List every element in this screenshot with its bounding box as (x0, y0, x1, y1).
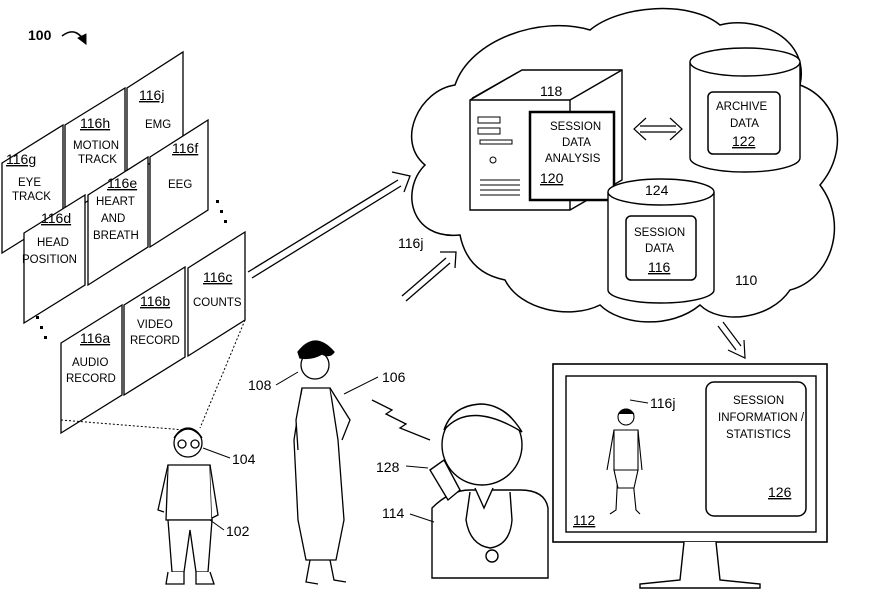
panel-ref: 116g (6, 151, 36, 167)
panel-ref: 116j (139, 87, 164, 103)
server-tower: 118 SESSION DATA ANALYSIS 120 (470, 70, 622, 210)
session-db-label: SESSION (634, 227, 685, 239)
info-label: STATISTICS (726, 429, 791, 441)
info-ref: 126 (768, 484, 792, 500)
archive-label: DATA (730, 118, 759, 130)
panel-ref: 116e (107, 175, 137, 191)
caregiver-ref: 108 (248, 377, 272, 393)
child-figure (158, 428, 218, 584)
panel-label: EYE (18, 177, 41, 189)
archive-ref: 122 (732, 133, 756, 149)
info-label: INFORMATION / (718, 412, 805, 424)
figure-ref: 100 (28, 27, 52, 43)
sensor-panel-116a: 116a AUDIO RECORD (61, 305, 122, 433)
panel-ref: 116d (41, 210, 71, 226)
clinician-ref: 114 (382, 505, 405, 521)
caregiver-figure (294, 341, 350, 584)
panel-ref: 116a (80, 330, 110, 346)
session-db-sub-ref: 116 (648, 259, 671, 275)
session-database: 124 SESSION DATA 116 (608, 179, 714, 303)
cloud-ref: 110 (735, 272, 758, 288)
sensor-panel-116b: 116b VIDEO RECORD (124, 267, 185, 395)
download-arrow (718, 322, 745, 358)
server-label: SESSION (550, 121, 601, 133)
screen-ref: 112 (573, 512, 596, 528)
child-ref: 104 (232, 451, 256, 467)
panel-label: MOTION (73, 140, 119, 152)
panel-label: TRACK (78, 154, 117, 166)
session-db-ref: 124 (645, 182, 669, 198)
wireless-signal-icon (372, 400, 430, 440)
panel-ref: 116b (140, 293, 170, 309)
archive-label: ARCHIVE (716, 101, 767, 113)
panel-label: BREATH (93, 230, 139, 242)
child-body-ref: 102 (226, 523, 250, 539)
server-sub-ref: 120 (540, 170, 564, 186)
clinician-figure (430, 404, 548, 578)
monitor: SESSION INFORMATION / STATISTICS 126 112… (553, 364, 827, 588)
figure-ref-arrow (62, 32, 86, 44)
server-ref: 118 (540, 83, 563, 99)
server-label: ANALYSIS (545, 153, 601, 165)
info-label: SESSION (733, 395, 784, 407)
panel-label: EEG (168, 179, 192, 191)
session-db-label: DATA (645, 243, 674, 255)
panel-label: VIDEO (137, 319, 173, 331)
panel-label: POSITION (22, 254, 77, 266)
archive-database: ARCHIVE DATA 122 (690, 48, 800, 172)
arrow-ref: 116j (398, 235, 423, 251)
panel-label: AND (101, 213, 125, 225)
panel-ref: 116f (172, 140, 198, 156)
panel-ref: 116c (203, 269, 232, 285)
panel-label: COUNTS (193, 297, 242, 309)
panel-label: HEAD (37, 237, 69, 249)
panel-ref: 116h (80, 115, 110, 131)
panel-label: AUDIO (72, 357, 108, 369)
upload-arrow-panels (248, 172, 410, 278)
sensor-panel-116c: 116c COUNTS (188, 232, 245, 356)
panel-label: TRACK (12, 191, 51, 203)
caregiver-body-ref: 106 (382, 369, 406, 385)
upload-arrow-116j: 116j (398, 235, 456, 301)
panel-label: HEART (96, 196, 135, 208)
panel-label: EMG (145, 119, 171, 131)
panel-label: RECORD (66, 373, 116, 385)
panel-label: RECORD (130, 335, 180, 347)
monitor-child-ref: 116j (650, 395, 675, 411)
server-label: DATA (562, 137, 591, 149)
phone-ref: 128 (376, 459, 400, 475)
